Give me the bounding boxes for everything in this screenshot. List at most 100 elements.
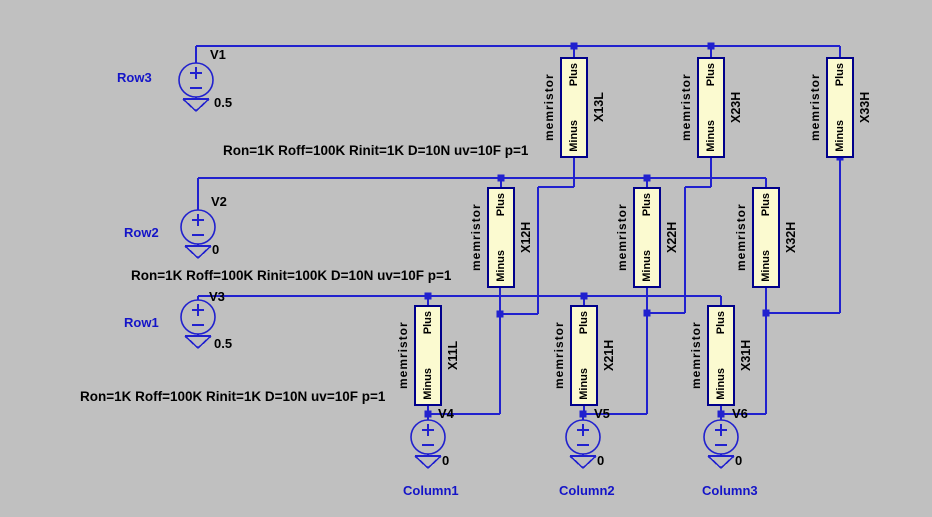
plus-terminal-label: Plus <box>494 193 507 217</box>
junction-dot <box>580 292 588 300</box>
memristor-x21h[interactable]: memristor Plus Minus X21H <box>552 305 616 406</box>
source-value-v3[interactable]: 0.5 <box>214 336 233 351</box>
memristor-x32h[interactable]: memristor Plus Minus X32H <box>734 187 798 288</box>
ground-icon[interactable] <box>427 455 442 469</box>
param-directive-row3[interactable]: Ron=1K Roff=100K Rinit=1K D=10N uv=10F p… <box>223 143 529 158</box>
plus-terminal-label: Plus <box>704 63 717 87</box>
minus-terminal-label: Minus <box>833 120 846 152</box>
voltage-source-icon[interactable] <box>180 209 216 245</box>
row-label-row1[interactable]: Row1 <box>124 315 159 330</box>
memristor-body[interactable]: Plus Minus <box>560 57 588 158</box>
ground-icon[interactable] <box>569 455 584 469</box>
minus-terminal-label: Minus <box>759 250 772 282</box>
source-name-v5[interactable]: V5 <box>594 406 610 421</box>
ground-icon[interactable] <box>197 245 212 259</box>
memristor-body[interactable]: Plus Minus <box>707 305 735 406</box>
source-name-v1[interactable]: V1 <box>210 47 226 62</box>
plus-terminal-label: Plus <box>421 311 434 335</box>
memristor-x33h[interactable]: memristor Plus Minus X33H <box>808 57 872 158</box>
source-value-v4[interactable]: 0 <box>442 453 450 468</box>
column-label-column1[interactable]: Column1 <box>403 483 459 498</box>
memristor-designator: X13L <box>592 92 606 123</box>
param-directive-row1[interactable]: Ron=1K Roff=100K Rinit=1K D=10N uv=10F p… <box>80 389 386 404</box>
minus-terminal-label: Minus <box>494 250 507 282</box>
junction-dot <box>424 410 432 418</box>
junction-dot <box>496 310 504 318</box>
memristor-body[interactable]: Plus Minus <box>570 305 598 406</box>
source-name-v6[interactable]: V6 <box>732 406 748 421</box>
memristor-type-label: memristor <box>396 321 410 390</box>
plus-terminal-label: Plus <box>759 193 772 217</box>
memristor-type-label: memristor <box>808 73 822 142</box>
memristor-type-label: memristor <box>615 203 629 272</box>
source-value-v5[interactable]: 0 <box>597 453 605 468</box>
junction-dot <box>643 174 651 182</box>
memristor-designator: X12H <box>519 221 533 254</box>
row-label-row3[interactable]: Row3 <box>117 70 152 85</box>
ground-icon[interactable] <box>582 455 597 469</box>
memristor-designator: X11L <box>446 340 460 371</box>
memristor-body[interactable]: Plus Minus <box>633 187 661 288</box>
column-label-column3[interactable]: Column3 <box>702 483 758 498</box>
voltage-source-icon[interactable] <box>565 419 601 455</box>
source-name-v4[interactable]: V4 <box>438 406 454 421</box>
memristor-x11l[interactable]: memristor Plus Minus X11L <box>396 305 460 406</box>
source-name-v3[interactable]: V3 <box>209 289 225 304</box>
ground-icon[interactable] <box>195 98 210 112</box>
memristor-x23h[interactable]: memristor Plus Minus X23H <box>679 57 743 158</box>
junction-dot <box>762 309 770 317</box>
source-value-v6[interactable]: 0 <box>735 453 743 468</box>
memristor-body[interactable]: Plus Minus <box>826 57 854 158</box>
memristor-type-label: memristor <box>542 73 556 142</box>
source-value-v2[interactable]: 0 <box>212 242 220 257</box>
memristor-designator: X23H <box>729 91 743 124</box>
memristor-body[interactable]: Plus Minus <box>752 187 780 288</box>
junction-dot <box>579 410 587 418</box>
memristor-body[interactable]: Plus Minus <box>487 187 515 288</box>
minus-terminal-label: Minus <box>640 250 653 282</box>
voltage-source-icon[interactable] <box>178 62 214 98</box>
minus-terminal-label: Minus <box>714 368 727 400</box>
memristor-body[interactable]: Plus Minus <box>414 305 442 406</box>
junction-dot <box>643 309 651 317</box>
ground-icon[interactable] <box>184 245 199 259</box>
source-name-v2[interactable]: V2 <box>211 194 227 209</box>
plus-terminal-label: Plus <box>567 63 580 87</box>
plus-terminal-label: Plus <box>833 63 846 87</box>
memristor-type-label: memristor <box>552 321 566 390</box>
memristor-x22h[interactable]: memristor Plus Minus X22H <box>615 187 679 288</box>
voltage-source-icon[interactable] <box>703 419 739 455</box>
junction-dot <box>570 42 578 50</box>
column-label-column2[interactable]: Column2 <box>559 483 615 498</box>
memristor-body[interactable]: Plus Minus <box>697 57 725 158</box>
junction-dot <box>717 410 725 418</box>
memristor-x13l[interactable]: memristor Plus Minus X13L <box>542 57 606 158</box>
ground-icon[interactable] <box>707 455 722 469</box>
row-label-row2[interactable]: Row2 <box>124 225 159 240</box>
plus-terminal-label: Plus <box>714 311 727 335</box>
memristor-type-label: memristor <box>469 203 483 272</box>
ground-icon[interactable] <box>197 335 212 349</box>
minus-terminal-label: Minus <box>577 368 590 400</box>
voltage-source-icon[interactable] <box>180 299 216 335</box>
junction-dot <box>497 174 505 182</box>
memristor-designator: X22H <box>665 221 679 254</box>
voltage-source-icon[interactable] <box>410 419 446 455</box>
ground-icon[interactable] <box>182 98 197 112</box>
memristor-designator: X21H <box>602 339 616 372</box>
junction-dot <box>707 42 715 50</box>
ground-icon[interactable] <box>414 455 429 469</box>
memristor-designator: X33H <box>858 91 872 124</box>
ground-icon[interactable] <box>720 455 735 469</box>
ground-icon[interactable] <box>184 335 199 349</box>
param-directive-row2[interactable]: Ron=1K Roff=100K Rinit=100K D=10N uv=10F… <box>131 268 452 283</box>
plus-terminal-label: Plus <box>577 311 590 335</box>
junction-dot <box>424 292 432 300</box>
source-value-v1[interactable]: 0.5 <box>214 95 233 110</box>
memristor-x31h[interactable]: memristor Plus Minus X31H <box>689 305 753 406</box>
minus-terminal-label: Minus <box>704 120 717 152</box>
memristor-x12h[interactable]: memristor Plus Minus X12H <box>469 187 533 288</box>
plus-terminal-label: Plus <box>640 193 653 217</box>
